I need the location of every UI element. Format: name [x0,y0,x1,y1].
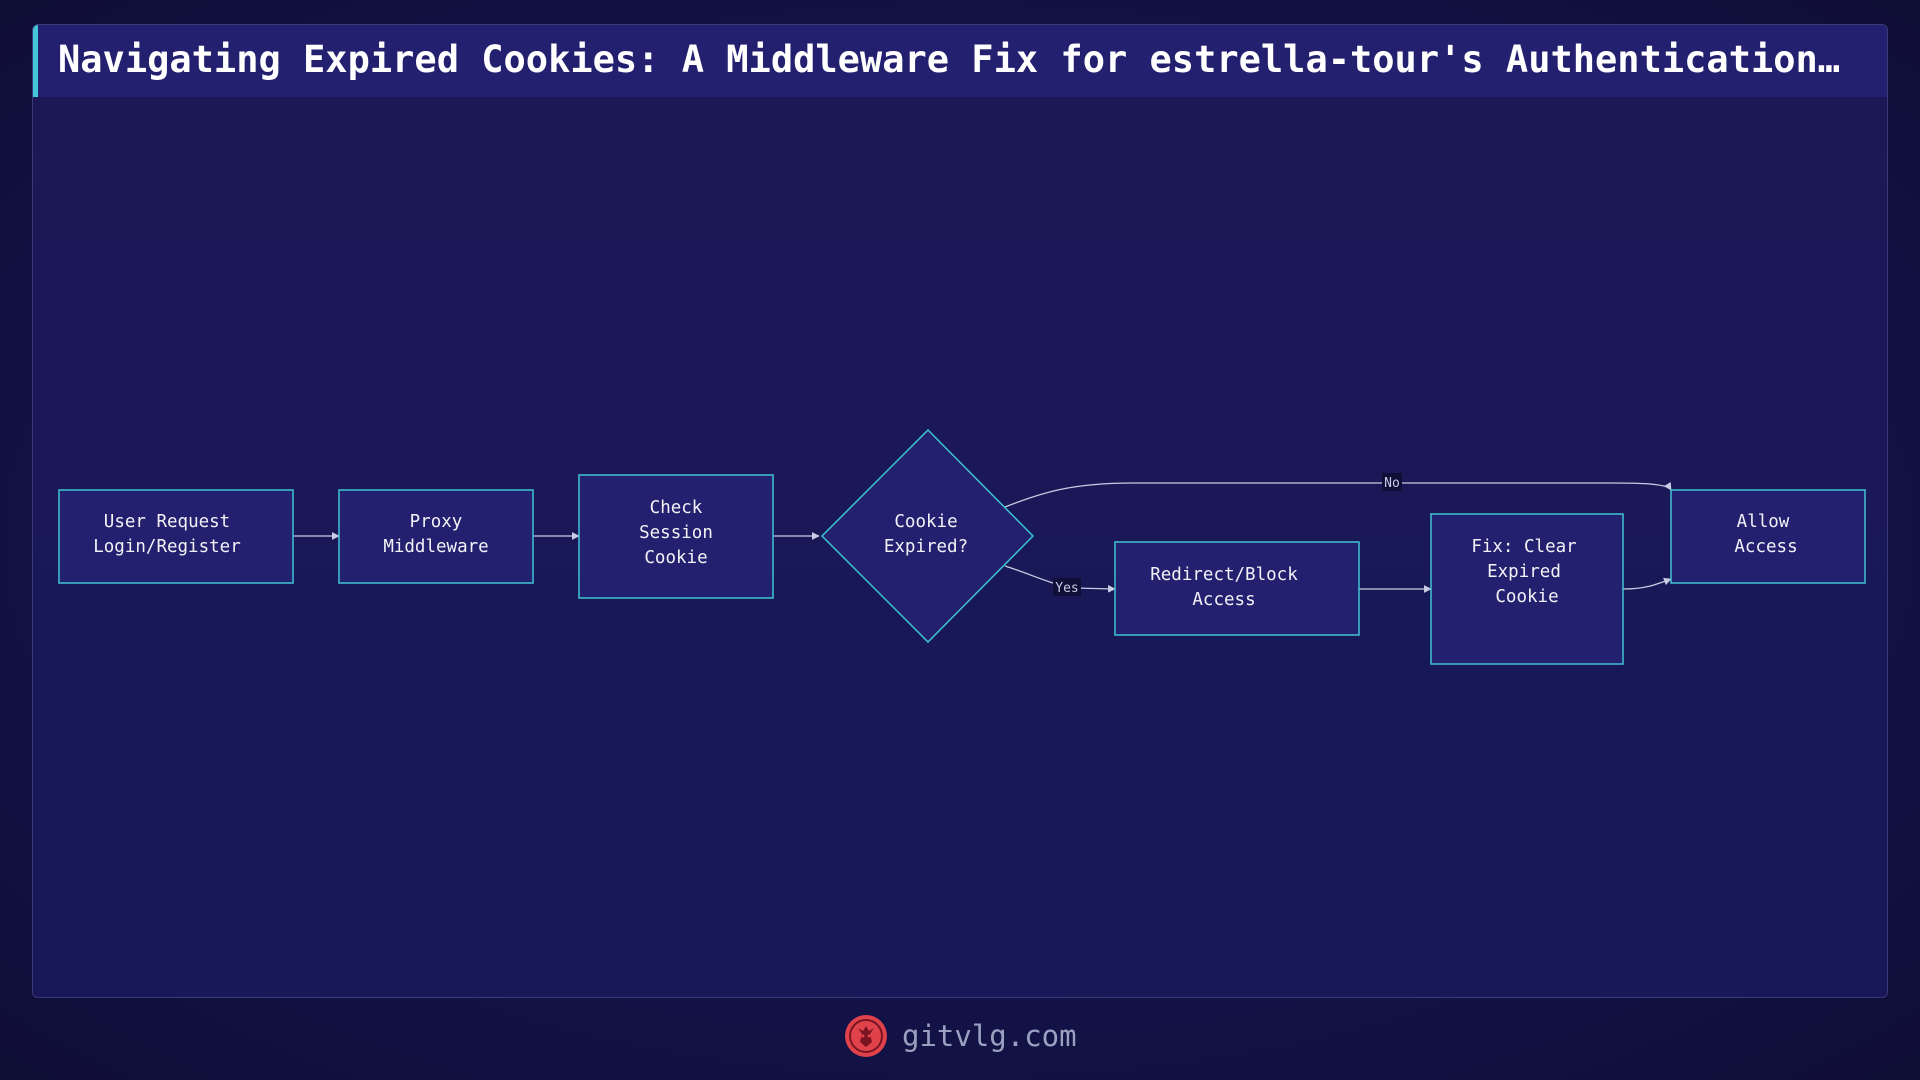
flowchart: No Yes User Request Login/Register Proxy… [58,428,1866,665]
edge-label-yes: Yes [1055,581,1078,596]
node-redirect-block-access: Redirect/Block Access [1114,541,1360,636]
edge-label-no: No [1384,476,1400,491]
svg-text:Cookie: Cookie [894,512,957,532]
svg-text:Access: Access [1734,537,1797,557]
node-allow-access: Allow Access [1670,489,1866,584]
svg-text:Middleware: Middleware [383,537,488,557]
svg-text:Login/Register: Login/Register [93,537,241,557]
node-fix-clear-expired-cookie: Fix: Clear Expired Cookie [1430,513,1624,665]
title-bar: Navigating Expired Cookies: A Middleware… [33,25,1887,97]
svg-text:Expired: Expired [1487,562,1561,582]
lion-logo-icon [845,1015,887,1057]
svg-text:Check: Check [650,498,703,518]
diagram-frame: Navigating Expired Cookies: A Middleware… [32,24,1888,998]
node-check-session-cookie: Check Session Cookie [578,474,774,599]
node-proxy-middleware: Proxy Middleware [338,489,534,584]
footer: gitvlg.com [844,1012,1077,1060]
svg-text:Session: Session [639,523,713,543]
svg-text:Fix: Clear: Fix: Clear [1471,537,1576,557]
svg-text:Cookie: Cookie [1495,587,1558,607]
edge-label-no-bg [1382,473,1402,491]
edge-no-to-allow [1004,481,1672,508]
svg-text:Access: Access [1192,590,1255,610]
svg-text:User Request: User Request [104,512,230,532]
edge-fix-to-allow [1622,577,1672,590]
svg-text:Cookie: Cookie [644,548,707,568]
svg-text:Redirect/Block: Redirect/Block [1150,565,1298,585]
edge-label-yes-bg [1053,578,1081,596]
svg-text:Proxy: Proxy [410,512,463,532]
svg-text:Allow: Allow [1737,512,1790,532]
node-user-request: User Request Login/Register [58,489,294,584]
node-cookie-expired-decision: Cookie Expired? [820,428,1035,644]
footer-site-link[interactable]: gitvlg.com [902,1019,1077,1053]
svg-text:Expired?: Expired? [884,537,968,557]
